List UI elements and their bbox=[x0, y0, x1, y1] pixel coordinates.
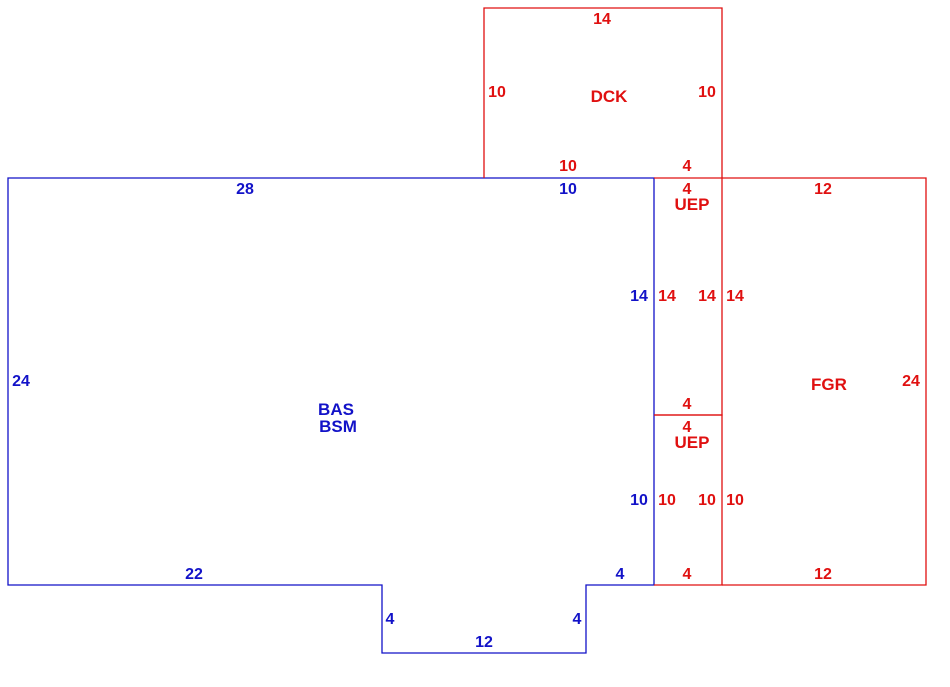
dim-bump-bottom: 12 bbox=[475, 634, 493, 651]
dim-bump-right: 4 bbox=[573, 611, 582, 628]
dim-porch-upper-top: 4 bbox=[683, 181, 692, 198]
deck-outline bbox=[483, 7, 723, 178]
dim-porch-lower-left: 10 bbox=[658, 492, 676, 509]
dim-garage-top: 12 bbox=[814, 181, 832, 198]
garage-outline bbox=[722, 177, 927, 586]
porch-lower-outline bbox=[654, 414, 723, 586]
dim-porch-lower-right: 10 bbox=[698, 492, 716, 509]
dim-garage-bottom: 12 bbox=[814, 566, 832, 583]
main-area-outline bbox=[7, 177, 655, 654]
dim-main-top-left: 28 bbox=[236, 181, 254, 198]
dim-porch-upper-right: 14 bbox=[698, 288, 716, 305]
dim-main-bottom-left: 22 bbox=[185, 566, 203, 583]
dim-porch-upper-bottom: 4 bbox=[683, 396, 692, 413]
dim-deck-bottom-left: 10 bbox=[559, 158, 577, 175]
dim-porch-lower-top: 4 bbox=[683, 419, 692, 436]
dim-main-top-right: 10 bbox=[559, 181, 577, 198]
dim-porch-lower-bottom: 4 bbox=[683, 566, 692, 583]
dim-main-bottom-right: 4 bbox=[616, 566, 625, 583]
deck-area-code: DCK bbox=[591, 87, 629, 106]
dim-deck-top: 14 bbox=[593, 11, 611, 28]
main-area-code-1: BAS bbox=[318, 400, 354, 419]
dim-main-inner-upper: 14 bbox=[630, 288, 648, 305]
dim-deck-bottom-right: 4 bbox=[683, 158, 692, 175]
dim-deck-left: 10 bbox=[488, 84, 506, 101]
dim-garage-right: 24 bbox=[902, 373, 920, 390]
dim-porch-upper-left: 14 bbox=[658, 288, 676, 305]
porch-lower-area-code: UEP bbox=[675, 433, 710, 452]
dim-garage-left-lower: 10 bbox=[726, 492, 744, 509]
main-area-code-2: BSM bbox=[319, 417, 357, 436]
dim-bump-left: 4 bbox=[386, 611, 395, 628]
dim-deck-right: 10 bbox=[698, 84, 716, 101]
porch-upper-area-code: UEP bbox=[675, 195, 710, 214]
dim-main-inner-lower: 10 bbox=[630, 492, 648, 509]
garage-area-code: FGR bbox=[811, 375, 847, 394]
dim-main-left: 24 bbox=[12, 373, 30, 390]
dim-garage-left-upper: 14 bbox=[726, 288, 744, 305]
